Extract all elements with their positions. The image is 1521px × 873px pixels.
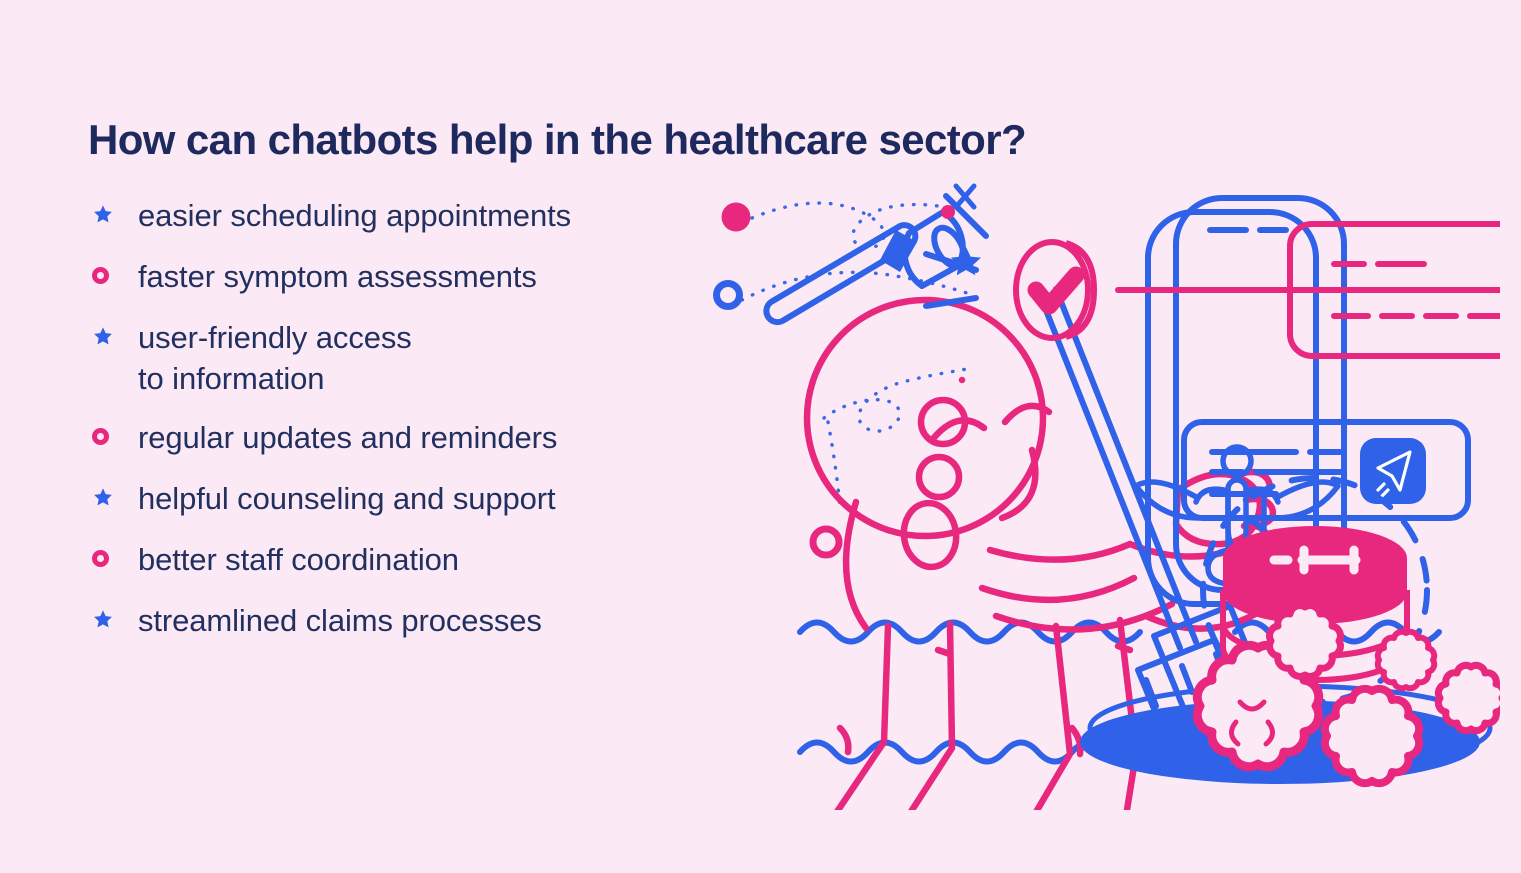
list-item-label: easier scheduling appointments: [138, 198, 571, 233]
list-item-label: regular updates and reminders: [138, 420, 558, 456]
germ-icon-small-top: [1266, 602, 1344, 680]
sparkle-icon: [953, 183, 977, 210]
star-bullet-icon: [88, 318, 138, 354]
list-item-label: streamlined claims processes: [138, 603, 542, 639]
ring-bullet-icon: [88, 257, 138, 293]
ring-bullet-icon: [88, 418, 138, 454]
germ-icon-tiny: [1374, 628, 1438, 692]
list-item: easier scheduling appointments: [88, 196, 768, 238]
message-input-bar: [1181, 419, 1471, 521]
ring-bullet-icon: [88, 540, 138, 576]
magic-wand-icon-cap: [880, 230, 917, 272]
germ-icon-large: [1192, 640, 1324, 772]
germ-icon-medium: [1320, 684, 1424, 788]
star-bullet-icon: [88, 196, 138, 232]
chat-bubble-icon: [1115, 221, 1500, 359]
verified-badge-icon: [1013, 239, 1098, 341]
list-item-label: user-friendly access to information: [138, 320, 412, 396]
send-icon: [1376, 450, 1412, 498]
floating-dot-blue: [713, 280, 743, 310]
badge-rays-icon: [923, 193, 989, 309]
list-item: regular updates and reminders: [88, 418, 768, 460]
star-bullet-icon: [88, 601, 138, 637]
list-item-label: faster symptom assessments: [138, 259, 537, 294]
list-item-label: better staff coordination: [138, 542, 459, 578]
chatbot-character: [803, 296, 1266, 810]
list-item: better staff coordination: [88, 540, 768, 582]
list-item: streamlined claims processes: [88, 601, 768, 643]
list-item: helpful counseling and support: [88, 479, 768, 521]
benefits-list: easier scheduling appointments faster sym…: [88, 196, 768, 662]
list-item-label: helpful counseling and support: [138, 481, 556, 517]
chatbot-healthcare-illustration: [700, 150, 1500, 810]
floating-dot-pink: [721, 202, 751, 232]
list-item: faster symptom assessments: [88, 257, 768, 299]
germ-icon-small-right: [1434, 661, 1500, 735]
floating-ring-pink: [809, 525, 843, 559]
sparkle-icon-dot: [941, 205, 955, 219]
page-title: How can chatbots help in the healthcare …: [88, 116, 1027, 164]
list-item: user-friendly access to information: [88, 318, 768, 399]
star-bullet-icon: [88, 479, 138, 515]
